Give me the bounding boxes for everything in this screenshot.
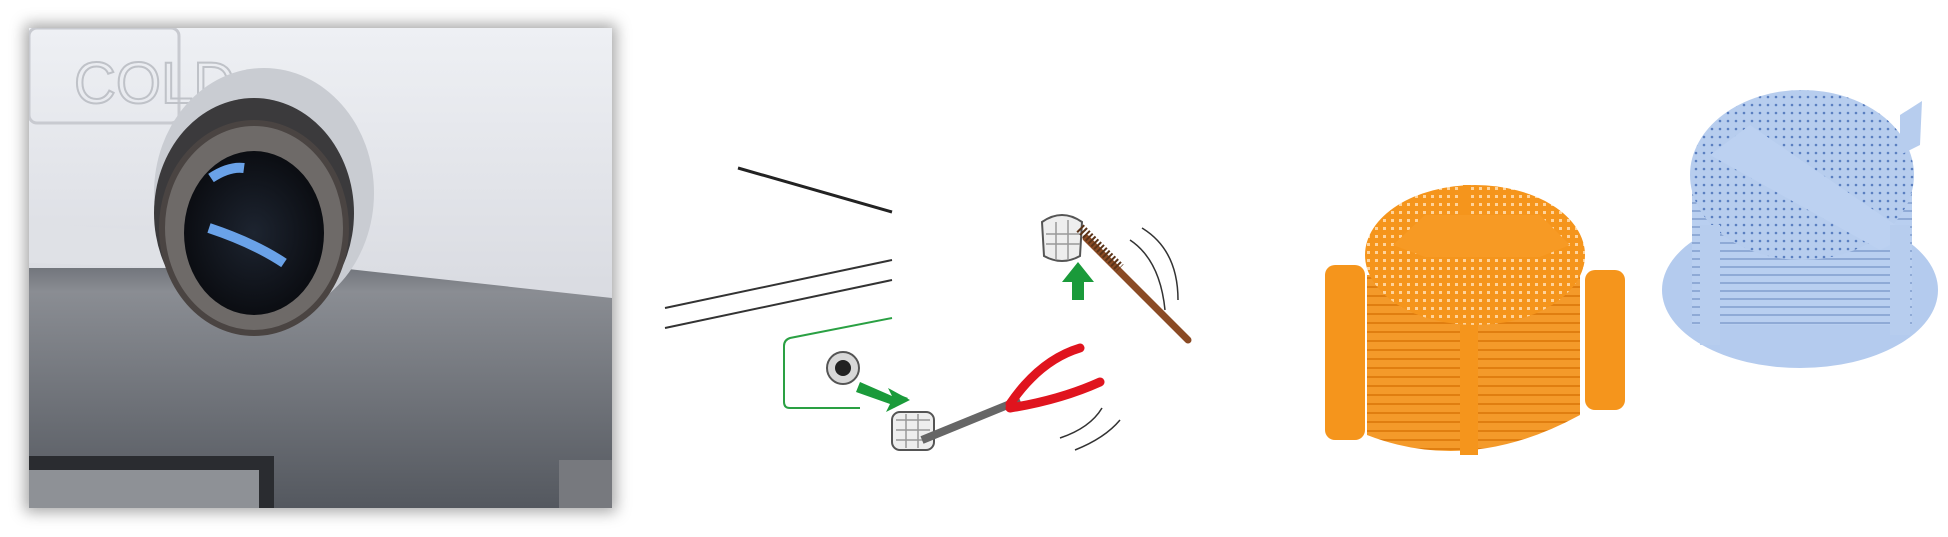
filter-with-pliers-icon — [891, 343, 1121, 451]
blue-lint-filter-image — [1660, 85, 1948, 370]
filter-with-brush-icon — [1040, 214, 1192, 344]
washer-inlet-photo: COLD — [29, 28, 612, 508]
arrow-down-icon — [856, 382, 910, 412]
filter-cleaning-diagram — [660, 150, 1200, 470]
orange-lint-filter-image — [1325, 145, 1625, 455]
arrow-up-icon — [1062, 262, 1094, 300]
